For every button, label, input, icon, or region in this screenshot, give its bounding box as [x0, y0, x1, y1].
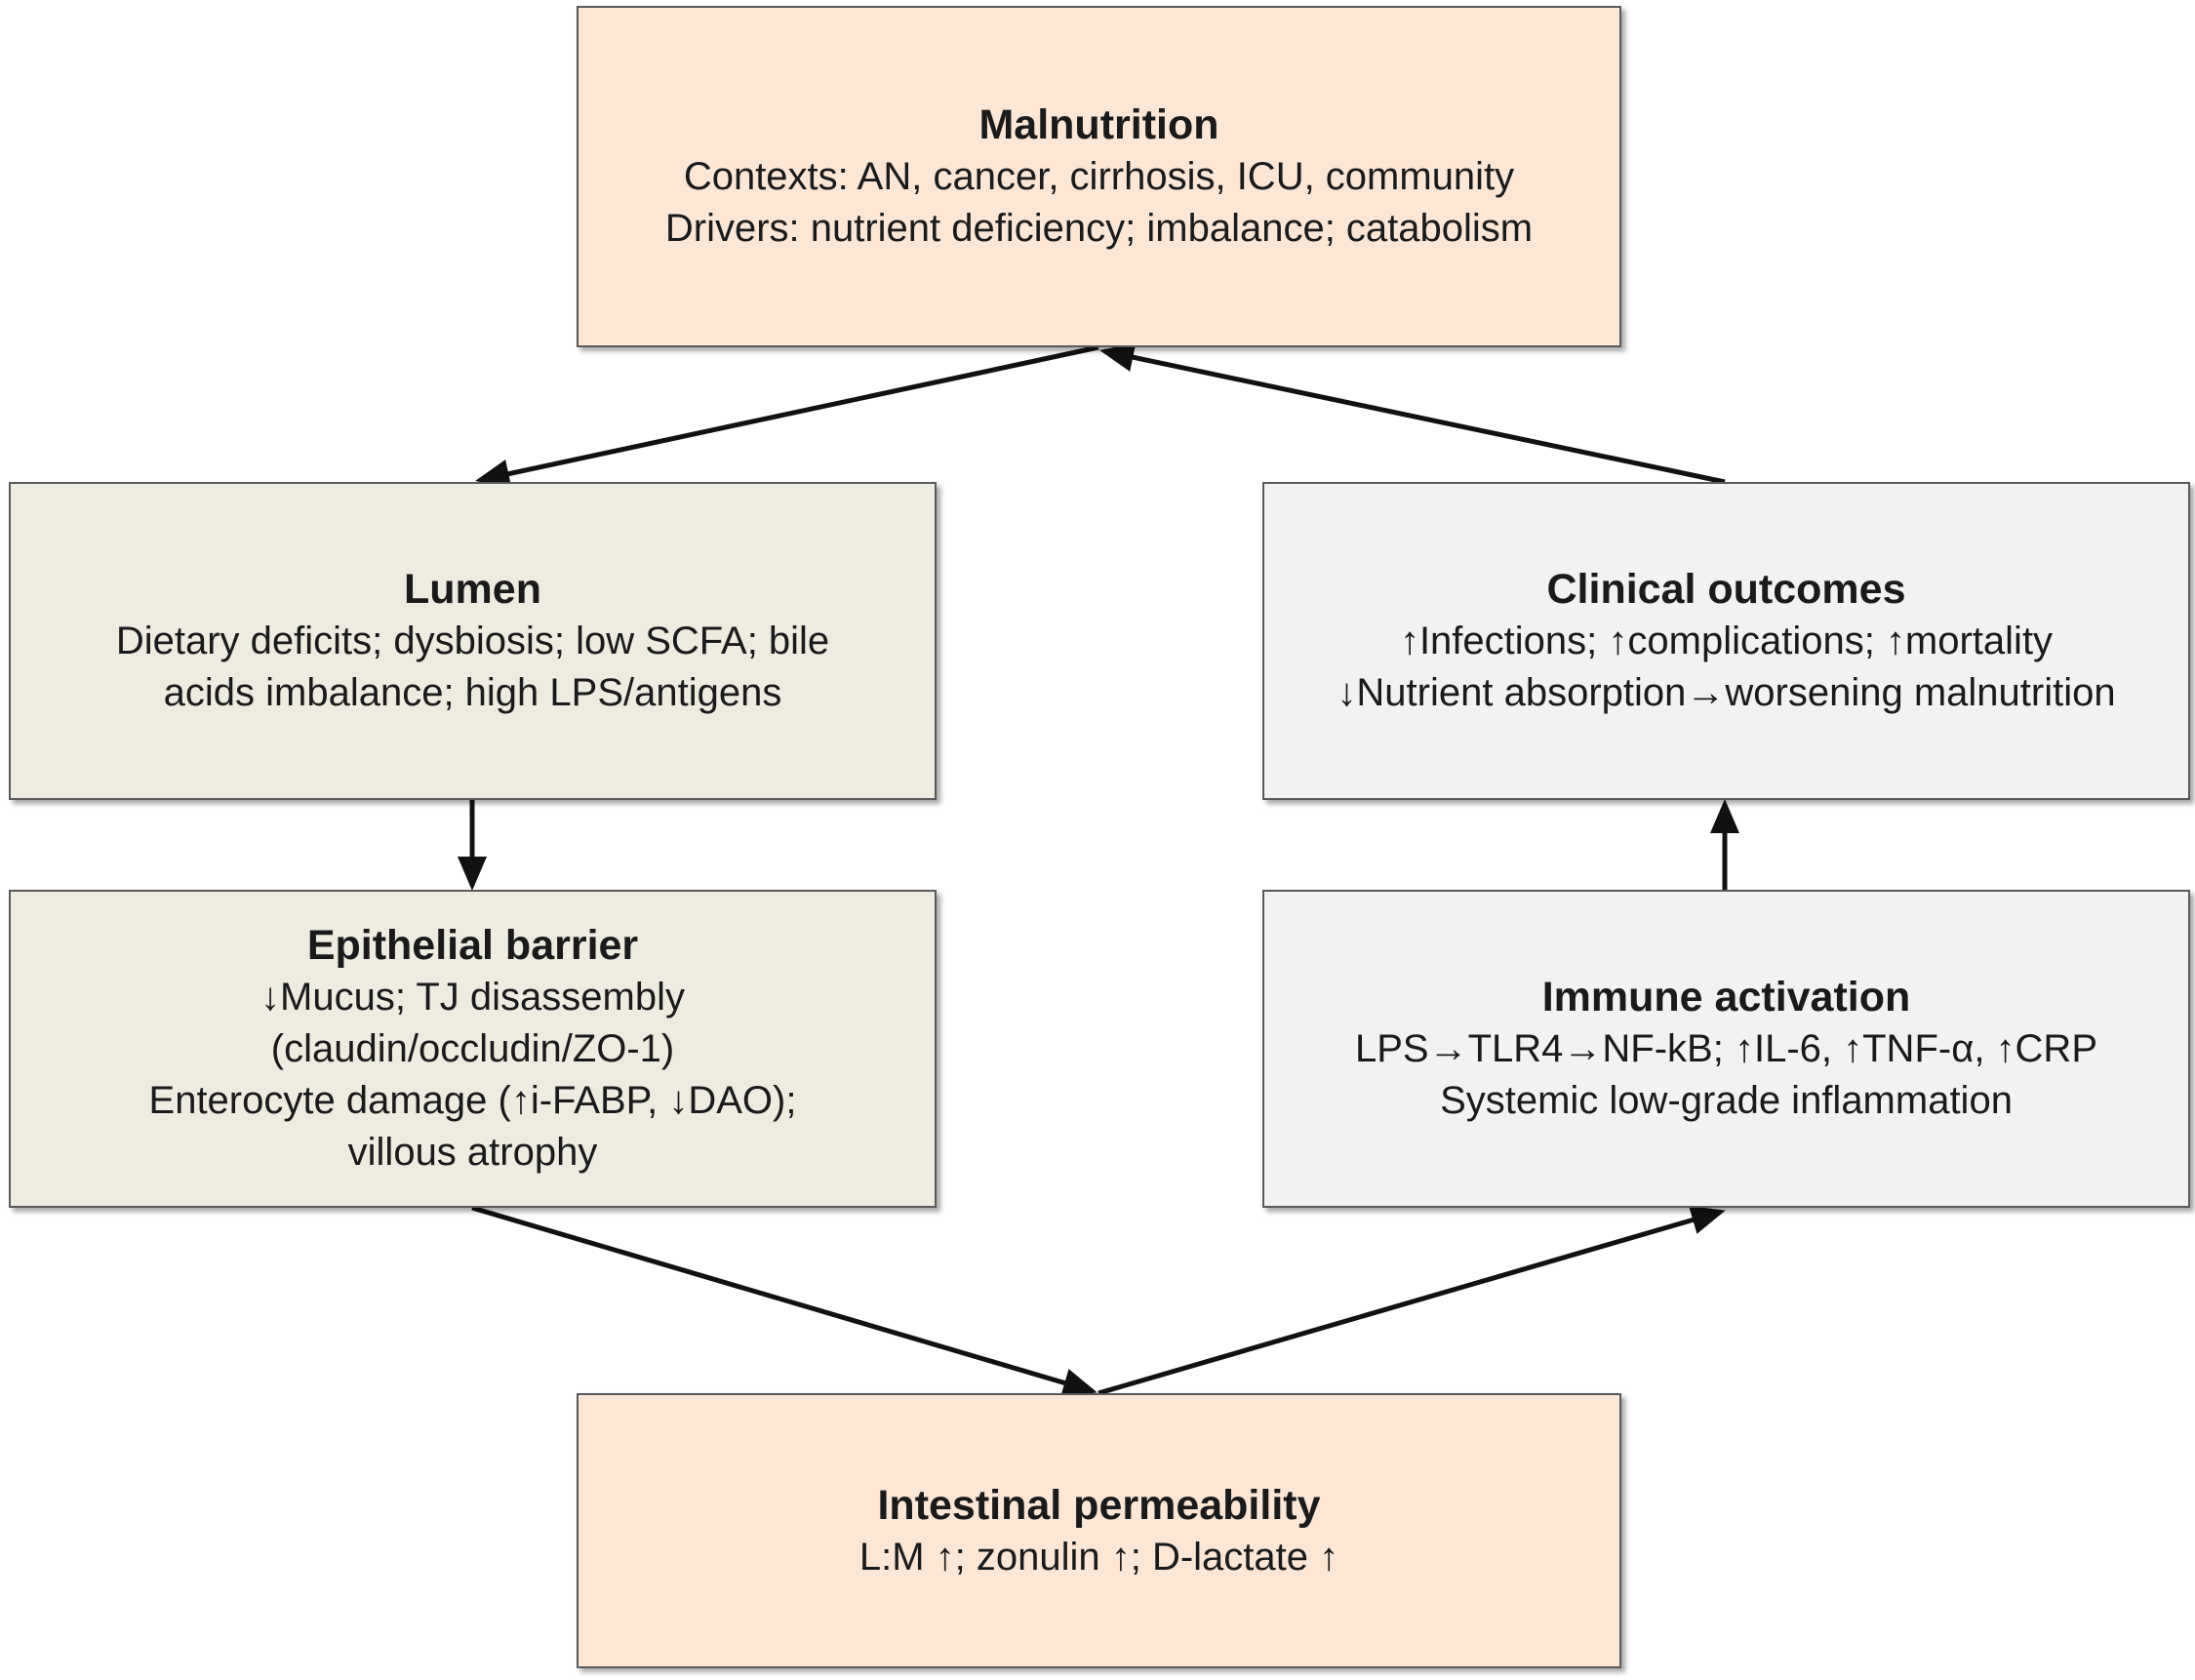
epithelial-barrier-line-1: ↓Mucus; TJ disassembly	[260, 976, 685, 1019]
epithelial-barrier-line-4: villous atrophy	[347, 1131, 598, 1174]
immune-activation-title: Immune activation	[1541, 974, 1911, 1020]
immune-activation-line-2: Systemic low-grade inflammation	[1440, 1079, 2013, 1122]
immune-activation-box: Immune activation LPS→TLR4→NF-kB; ↑IL-6,…	[1262, 890, 2190, 1208]
malnutrition-title: Malnutrition	[978, 101, 1219, 148]
arrow-clinical-to-malnutrition	[1099, 342, 1726, 485]
lumen-line-2: acids imbalance; high LPS/antigens	[163, 671, 782, 714]
epithelial-barrier-line-3: Enterocyte damage (↑i-FABP, ↓DAO);	[148, 1079, 797, 1122]
epithelial-barrier-title: Epithelial barrier	[306, 922, 639, 969]
lumen-title: Lumen	[404, 566, 541, 613]
lumen-line-1: Dietary deficits; dysbiosis; low SCFA; b…	[115, 620, 830, 662]
malnutrition-line-1: Contexts: AN, cancer, cirrhosis, ICU, co…	[683, 155, 1515, 198]
malnutrition-line-2: Drivers: nutrient deficiency; imbalance;…	[664, 207, 1534, 250]
clinical-outcomes-line-2: ↓Nutrient absorption→worsening malnutrit…	[1337, 671, 2116, 714]
epithelial-barrier-box: Epithelial barrier ↓Mucus; TJ disassembl…	[9, 890, 937, 1208]
lumen-box: Lumen Dietary deficits; dysbiosis; low S…	[9, 482, 937, 800]
immune-activation-line-1: LPS→TLR4→NF-kB; ↑IL-6, ↑TNF-α, ↑CRP	[1355, 1027, 2097, 1070]
arrow-permeability-to-immune	[1098, 1205, 1726, 1396]
malnutrition-box: Malnutrition Contexts: AN, cancer, cirrh…	[577, 6, 1621, 347]
arrow-malnutrition-to-lumen	[475, 344, 1099, 489]
intestinal-permeability-line-1: L:M ↑; zonulin ↑; D-lactate ↑	[858, 1535, 1339, 1579]
intestinal-permeability-title: Intestinal permeability	[877, 1481, 1321, 1529]
intestinal-permeability-box: Intestinal permeability L:M ↑; zonulin ↑…	[577, 1393, 1621, 1668]
clinical-outcomes-title: Clinical outcomes	[1546, 566, 1906, 613]
epithelial-barrier-line-2: (claudin/occludin/ZO-1)	[270, 1027, 675, 1070]
clinical-outcomes-line-1: ↑Infections; ↑complications; ↑mortality	[1399, 620, 2054, 662]
arrow-epithelial-to-permeability	[471, 1205, 1098, 1397]
clinical-outcomes-box: Clinical outcomes ↑Infections; ↑complica…	[1262, 482, 2190, 800]
